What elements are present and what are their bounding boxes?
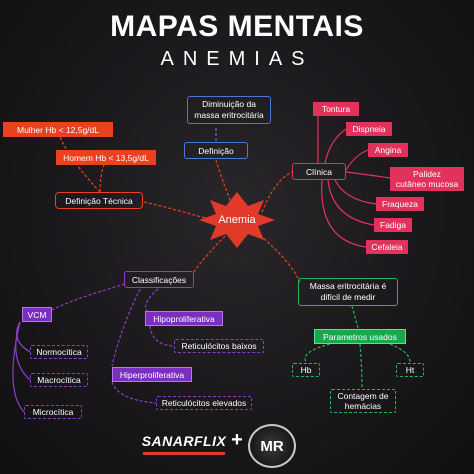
definicao-child-node: Diminuição da massa eritrocitária xyxy=(187,96,271,124)
link-hipo-detail xyxy=(149,325,175,347)
center-star-shape xyxy=(199,192,275,248)
link-center-definicao xyxy=(215,159,233,206)
link-classif-hipo xyxy=(145,288,159,313)
clinica-item-tontura: Tontura xyxy=(313,102,359,116)
clinica-node: Clínica xyxy=(292,163,346,180)
classificacoes-node: Classificações xyxy=(124,271,194,288)
page-subtitle: ANEMIAS xyxy=(160,48,314,70)
link-clinica-cefaleia xyxy=(321,179,367,248)
clinica-item-fadiga: Fadiga xyxy=(374,218,412,232)
page-title: MAPAS MENTAIS xyxy=(110,10,364,43)
definicao-node: Definição xyxy=(184,142,248,159)
clinica-item-fraqueza: Fraqueza xyxy=(376,197,424,211)
link-deftec-homem xyxy=(99,164,105,193)
clinica-item-angina: Angina xyxy=(368,143,408,157)
link-vcm-micro xyxy=(12,321,25,413)
params-item-hb: Hb xyxy=(292,363,320,377)
link-classif-hiper xyxy=(111,288,141,367)
link-center-classif xyxy=(193,235,226,273)
link-clinica-fraqueza xyxy=(334,179,377,205)
clinica-item-cefaleia: Cefaleia xyxy=(366,240,408,254)
params-item-contagem: Contagem de hemácias xyxy=(330,389,396,413)
link-center-massa xyxy=(255,231,301,283)
massa-node: Massa eritrocitária é difícil de medir xyxy=(298,278,398,306)
deftec-item-homem: Homem Hb < 13,5g/dL xyxy=(56,150,156,165)
hipo-detail: Reticulócitos baixos xyxy=(174,339,264,353)
clinica-item-dispneia: Dispneia xyxy=(346,122,392,136)
sanarflix-logo: SANARFLIX xyxy=(142,430,226,455)
link-deftec-mulher xyxy=(59,136,101,193)
link-center-clinica xyxy=(261,171,293,213)
hipo-node: Hipoproliferativa xyxy=(145,311,223,326)
params-node: Parametros usados xyxy=(314,329,406,344)
link-clinica-palidez xyxy=(345,171,391,179)
vcm-item-microcitica: Microcítica xyxy=(24,405,82,419)
definicao-tecnica-node: Definição Técnica xyxy=(55,192,143,209)
plus-sign: + xyxy=(231,429,243,451)
center-node: Anemia xyxy=(218,214,256,226)
params-item-ht: Ht xyxy=(396,363,424,377)
link-massa-params xyxy=(351,305,359,329)
link-classif-vcm xyxy=(51,283,126,311)
hiper-detail: Reticulócitos elevados xyxy=(156,396,252,410)
link-hiper-detail xyxy=(111,381,157,404)
link-clinica-dispneia xyxy=(324,128,347,164)
link-clinica-angina xyxy=(345,149,369,171)
vcm-item-macrocitica: Macrocítica xyxy=(30,373,88,387)
link-clinica-fadiga xyxy=(327,179,375,226)
clinica-item-palidez: Palidez cutâneo mucosa xyxy=(390,167,464,191)
link-params-hb xyxy=(304,343,331,363)
hiper-node: Hiperproliferativa xyxy=(112,367,192,382)
link-params-contagem xyxy=(359,343,363,389)
link-params-ht xyxy=(389,343,411,363)
deftec-item-mulher: Mulher Hb < 12,5g/dL xyxy=(3,122,113,137)
vcm-node: VCM xyxy=(22,307,52,322)
vcm-item-normocitica: Normocítica xyxy=(30,345,88,359)
mr-logo: MR xyxy=(248,424,296,468)
link-center-deftec xyxy=(143,201,206,219)
